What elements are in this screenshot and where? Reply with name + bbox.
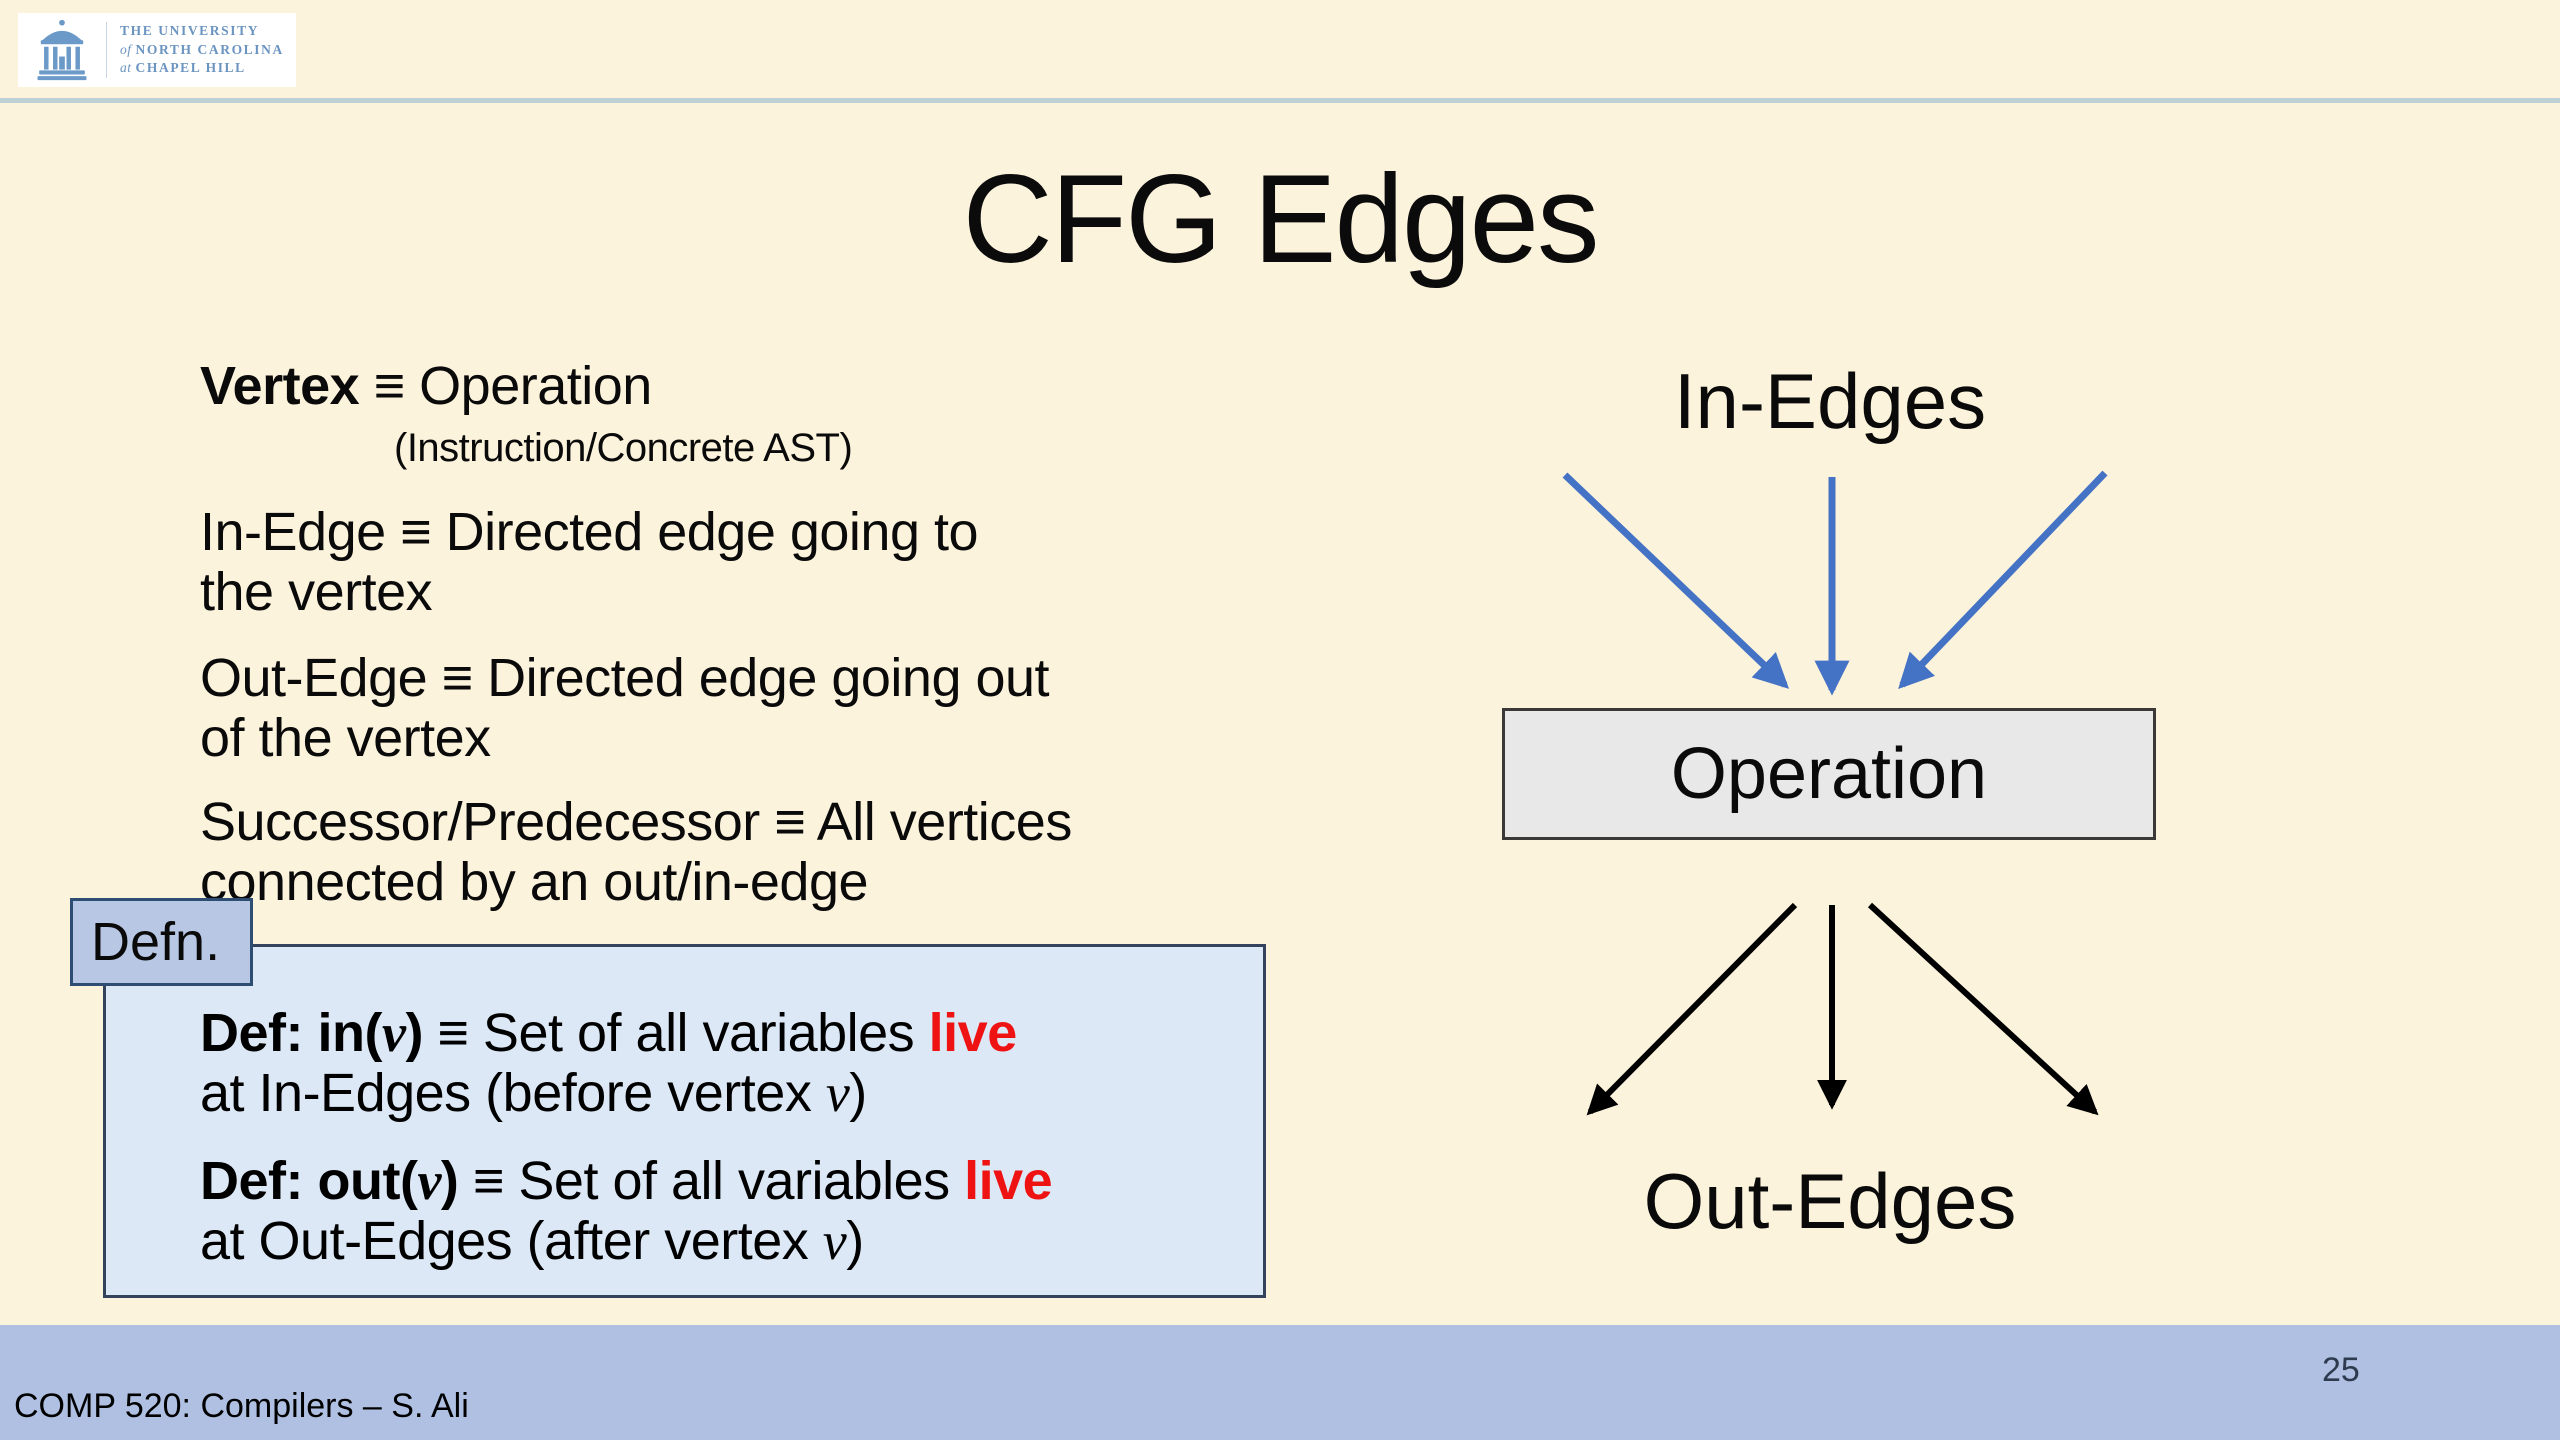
in-edges-label: In-Edges xyxy=(1673,357,1987,445)
header-divider-line xyxy=(0,98,2560,103)
out-edges-label: Out-Edges xyxy=(1643,1157,2017,1245)
out-edge-arrow-left xyxy=(1586,902,1798,1116)
def-out-entry: Def: out(v) ≡ Set of all variables live … xyxy=(200,1151,1053,1271)
def-in-entry: Def: in(v) ≡ Set of all variables live a… xyxy=(200,1003,1018,1123)
edges-arrows-graphic xyxy=(1562,470,2108,1116)
out-edge-definition: Out-Edge ≡ Directed edge going out of th… xyxy=(200,648,1050,768)
footer-course-label: COMP 520: Compilers – S. Ali xyxy=(14,1387,469,1425)
out-edge-arrow-right xyxy=(1867,902,2099,1116)
vertex-definition: Vertex ≡ Operation xyxy=(200,356,652,416)
definitions-text: Vertex ≡ Operation (Instruction/Concrete… xyxy=(200,356,1072,912)
operation-node-label: Operation xyxy=(1670,734,1988,814)
live-keyword: live xyxy=(928,1003,1018,1063)
operation-node: Operation xyxy=(1502,708,2156,840)
defn-label: Defn. xyxy=(70,898,253,986)
definition-box-text: Def: in(v) ≡ Set of all variables live a… xyxy=(200,1003,1053,1271)
definition-box: Def: in(v) ≡ Set of all variables live a… xyxy=(103,944,1266,1298)
footer-band: 25 COMP 520: Compilers – S. Ali xyxy=(0,1325,2560,1440)
page-number: 25 xyxy=(2322,1351,2360,1389)
logo-line1: THE UNIVERSITY xyxy=(120,23,260,39)
successor-predecessor-definition: Successor/Predecessor ≡ All vertices con… xyxy=(200,792,1072,912)
old-well-icon-svg xyxy=(37,19,87,81)
in-edge-arrows xyxy=(1562,470,2108,696)
out-edge-arrows xyxy=(1586,902,2099,1116)
slide-title: CFG Edges xyxy=(962,150,1599,289)
in-edge-arrow-right xyxy=(1898,470,2108,690)
in-edge-definition: In-Edge ≡ Directed edge going to the ver… xyxy=(200,502,979,622)
live-keyword: live xyxy=(964,1151,1053,1211)
old-well-icon xyxy=(18,19,106,81)
in-edge-arrow-left xyxy=(1562,472,1790,689)
logo-divider xyxy=(106,22,107,78)
vertex-note: (Instruction/Concrete AST) xyxy=(394,426,853,470)
